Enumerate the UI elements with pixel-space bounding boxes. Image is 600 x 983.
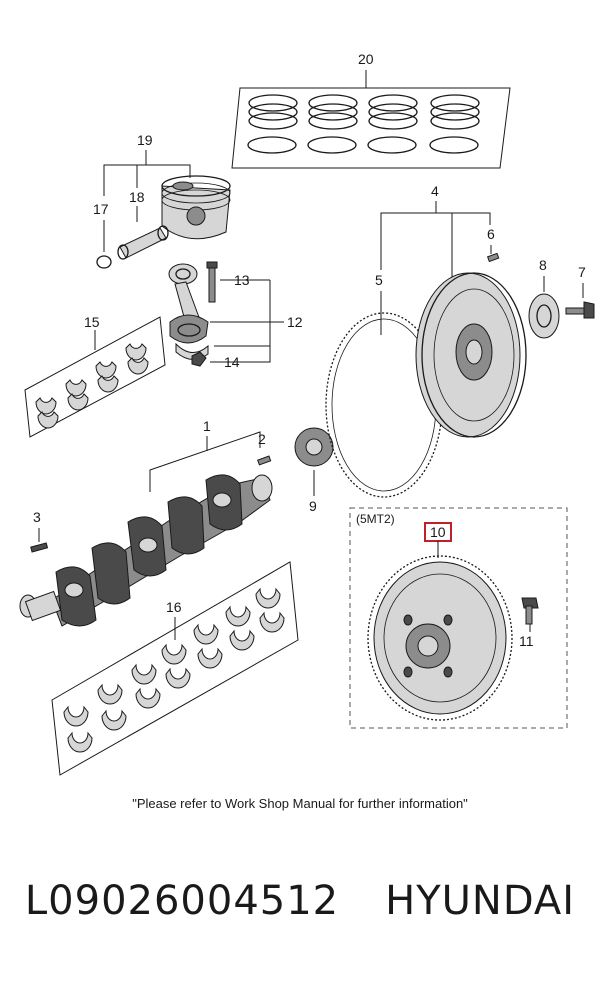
flywheel-assembly-group: 4 6 5 8 7 xyxy=(325,183,595,498)
main-bearing-group: 16 xyxy=(51,561,299,776)
piston-ring-set-4 xyxy=(429,94,480,154)
piston-ring-set-1 xyxy=(247,94,298,154)
callout-20: 20 xyxy=(358,51,374,67)
manual-reference-note: "Please refer to Work Shop Manual for fu… xyxy=(132,796,468,811)
flywheel-5mt2-bolt xyxy=(521,597,539,625)
callout-8: 8 xyxy=(539,257,547,273)
callout-5: 5 xyxy=(375,272,383,288)
callout-2: 2 xyxy=(258,431,266,447)
callout-18: 18 xyxy=(129,189,145,205)
callout-7: 7 xyxy=(578,264,586,280)
brand-name: HYUNDAI xyxy=(385,878,576,924)
callout-15: 15 xyxy=(84,314,100,330)
5mt2-variant-group: (5MT2) 10 11 xyxy=(349,507,568,729)
part-caption: L09026004512 HYUNDAI xyxy=(0,878,600,924)
flywheel-bolt xyxy=(565,301,595,319)
pilot-pin xyxy=(257,455,272,466)
snap-ring xyxy=(96,255,112,269)
callout-11: 11 xyxy=(519,633,534,649)
callout-14: 14 xyxy=(224,354,240,370)
callout-19: 19 xyxy=(137,132,153,148)
sensor-plate-group: 9 xyxy=(294,427,334,514)
piston xyxy=(161,175,231,240)
callout-17: 17 xyxy=(93,201,109,217)
callout-12: 12 xyxy=(287,314,303,330)
dowel-pin xyxy=(486,252,500,263)
rod-bearing-shells xyxy=(35,343,149,429)
rod-bolt xyxy=(206,261,218,303)
rod-bearing-group: 15 xyxy=(24,314,166,438)
piston-ring-set-group: 20 xyxy=(231,51,511,169)
variant-label: (5MT2) xyxy=(356,512,395,526)
woodruff-key xyxy=(30,542,49,553)
callout-1: 1 xyxy=(203,418,211,434)
flywheel-5mt2 xyxy=(367,555,513,721)
flywheel-plate xyxy=(528,293,560,339)
callout-10: 10 xyxy=(430,524,446,540)
dual-mass-flywheel xyxy=(415,272,527,438)
piston-ring-set-3 xyxy=(367,94,418,154)
callout-4: 4 xyxy=(431,183,439,199)
callout-16: 16 xyxy=(166,599,182,615)
exploded-parts-diagram: 20 19 18 17 xyxy=(19,51,595,776)
crankshaft-group: 1 2 3 xyxy=(19,418,273,627)
rod-nut xyxy=(191,351,207,367)
piston-pin xyxy=(117,225,169,260)
crankshaft xyxy=(19,474,273,627)
callout-9: 9 xyxy=(309,498,317,514)
callout-6: 6 xyxy=(487,226,495,242)
connecting-rod xyxy=(168,263,209,360)
callout-13: 13 xyxy=(234,272,250,288)
part-number: L09026004512 xyxy=(24,878,340,924)
callout-3: 3 xyxy=(33,509,41,525)
piston-ring-set-2 xyxy=(307,94,358,154)
connecting-rod-group: 13 12 14 xyxy=(168,261,303,370)
main-bearing-shells xyxy=(63,587,285,753)
piston-group: 19 18 17 xyxy=(93,132,231,269)
